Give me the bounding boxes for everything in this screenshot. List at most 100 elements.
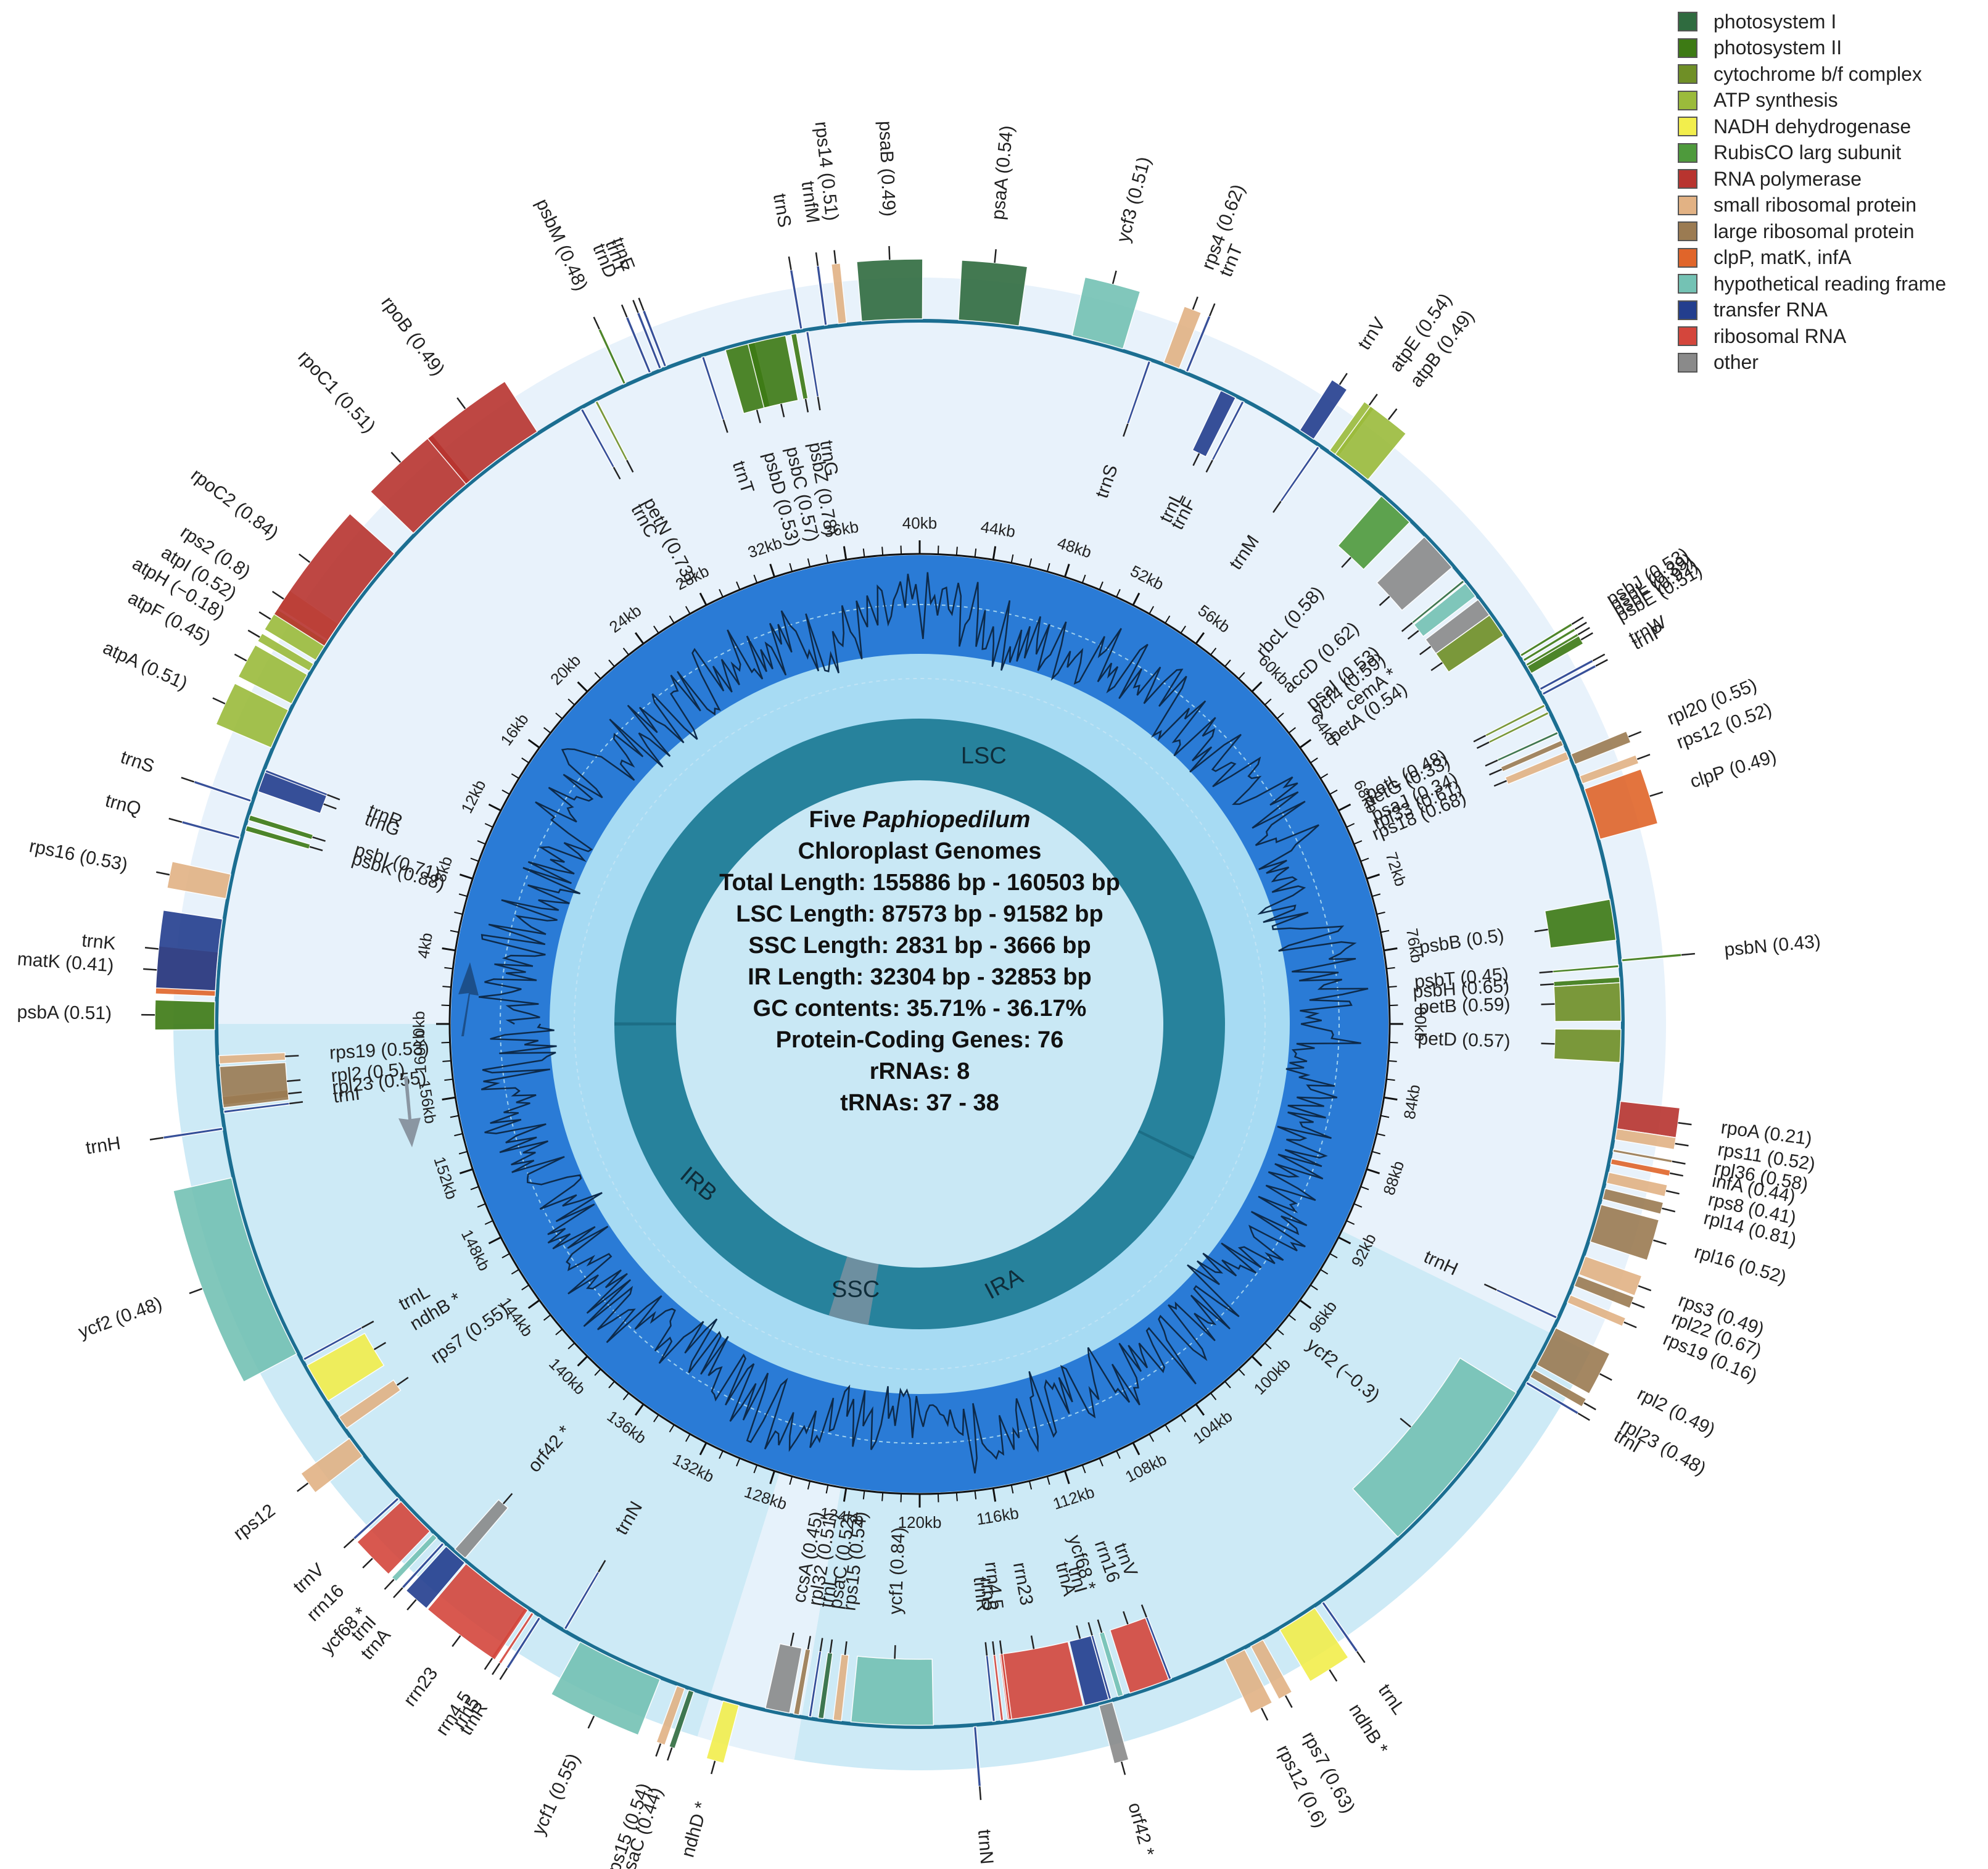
gene-label: rrn23	[400, 1664, 442, 1710]
gene-block	[405, 1545, 466, 1609]
gene-leader-line	[1192, 453, 1200, 466]
gene-block	[1071, 276, 1141, 350]
gene-label: trnL	[1374, 1680, 1409, 1718]
tick-mark	[699, 592, 707, 606]
gene-leader-line	[711, 1760, 716, 1775]
gene-leader-line	[1577, 627, 1590, 635]
legend-item: photosystem I	[1678, 9, 1946, 35]
tick-mark	[1195, 632, 1205, 645]
gene-leader-line	[297, 1482, 309, 1492]
gene-block	[597, 328, 627, 385]
tick-mark	[825, 554, 829, 563]
tick-mark	[974, 548, 977, 558]
region-divider	[614, 1022, 677, 1026]
tick-mark	[527, 1299, 540, 1310]
gene-block	[1590, 1204, 1660, 1261]
gene-block	[1519, 622, 1573, 658]
legend-item: photosystem II	[1678, 35, 1946, 62]
tick-mark	[1224, 1380, 1231, 1388]
gene-label: clpP (0.49)	[1688, 746, 1779, 793]
summary-gc-content: GC contents: 35.71% - 36.17%	[753, 996, 1087, 1021]
legend-swatch	[1678, 38, 1697, 58]
gene-block	[832, 1654, 849, 1722]
gene-ring	[154, 258, 1682, 1788]
gene-block	[1109, 1617, 1169, 1694]
tick-mark	[442, 1060, 452, 1062]
gene-leader-line	[1076, 1625, 1081, 1639]
gene-block	[215, 682, 289, 749]
gene-block	[656, 1685, 686, 1746]
tick-mark	[843, 1488, 848, 1502]
gene-block	[1553, 1028, 1622, 1063]
legend-item: cytochrome b/f complex	[1678, 61, 1946, 88]
tick-label: 4kb	[414, 931, 436, 960]
legend-item: ribosomal RNA	[1678, 323, 1946, 350]
legend-label: RubisCO larg subunit	[1714, 141, 1902, 164]
tick-mark	[521, 1284, 529, 1290]
gene-block	[830, 262, 848, 324]
gene-leader-line	[1407, 630, 1419, 640]
gene-block	[1553, 982, 1622, 1022]
tick-mark	[1028, 1480, 1033, 1490]
tick-mark	[577, 1355, 588, 1367]
tick-label: 160kb	[409, 1029, 430, 1074]
gene-label: ycf2 (0.48)	[76, 1293, 165, 1342]
legend-label: RNA polymerase	[1714, 167, 1862, 190]
tick-mark	[470, 1186, 479, 1190]
gene-leader-line	[756, 410, 761, 423]
gene-leader-line	[1120, 1761, 1126, 1775]
legend-item: ATP synthesis	[1678, 88, 1946, 114]
tick-mark	[1353, 1203, 1363, 1208]
tick-mark	[1384, 947, 1398, 952]
gene-label: ycf1 (0.84)	[885, 1527, 909, 1615]
tick-mark	[1046, 1476, 1050, 1485]
gene-leader-line	[1541, 1003, 1555, 1005]
gene-leader-line	[804, 398, 809, 413]
gene-block	[793, 1648, 811, 1715]
gene-block	[1522, 627, 1577, 662]
tick-mark	[937, 545, 939, 555]
gene-label: psaA (0.54)	[988, 125, 1017, 221]
tick-mark	[719, 1450, 724, 1459]
legend-label: small ribosomal protein	[1714, 194, 1917, 217]
tick-mark	[825, 1485, 829, 1494]
tick-mark	[543, 727, 551, 734]
gene-leader-line	[299, 553, 311, 563]
gene-leader-line	[994, 249, 997, 263]
summary-ir-length: IR Length: 32304 bp - 32853 bp	[748, 964, 1092, 990]
gc-trace	[479, 572, 1369, 1474]
gene-block	[248, 814, 314, 840]
legend-item: large ribosomal protein	[1678, 218, 1946, 245]
gene-block	[1250, 1639, 1293, 1700]
gene-leader-line	[1592, 653, 1606, 662]
gene-leader-line	[312, 836, 326, 842]
gene-label: trnI	[332, 1084, 361, 1107]
gene-label: rps19 (0.53)	[329, 1038, 429, 1063]
tick-mark	[1372, 1150, 1381, 1155]
gene-block	[1192, 390, 1237, 458]
gene-leader-line	[1097, 1619, 1103, 1633]
gene-leader-line	[288, 1091, 302, 1095]
gene-block	[1224, 1649, 1273, 1714]
tick-mark	[594, 672, 601, 680]
legend-swatch	[1678, 352, 1697, 373]
tick-mark	[1165, 1424, 1171, 1433]
gene-block	[1068, 1635, 1110, 1706]
tick-mark	[1366, 1168, 1380, 1174]
tick-mark	[1384, 1096, 1398, 1101]
tick-mark	[685, 1434, 691, 1442]
summary-rrnas: rRNAs: 8	[869, 1058, 970, 1084]
gene-block	[1279, 445, 1321, 503]
tick-mark	[1376, 911, 1385, 915]
gene-leader-line	[406, 1599, 417, 1611]
tick-mark	[699, 1442, 707, 1456]
tick-mark	[477, 840, 486, 845]
legend-swatch	[1678, 326, 1697, 347]
genome-summary: Five Paphiopedilum Chloroplast Genomes T…	[642, 804, 1197, 1119]
tick-mark	[1165, 615, 1171, 624]
tick-mark	[719, 588, 724, 598]
tick-label: 120kb	[898, 1513, 942, 1532]
tick-mark	[441, 1041, 450, 1044]
tick-mark	[1346, 1220, 1355, 1225]
summary-title-line2: Chloroplast Genomes	[798, 838, 1042, 864]
